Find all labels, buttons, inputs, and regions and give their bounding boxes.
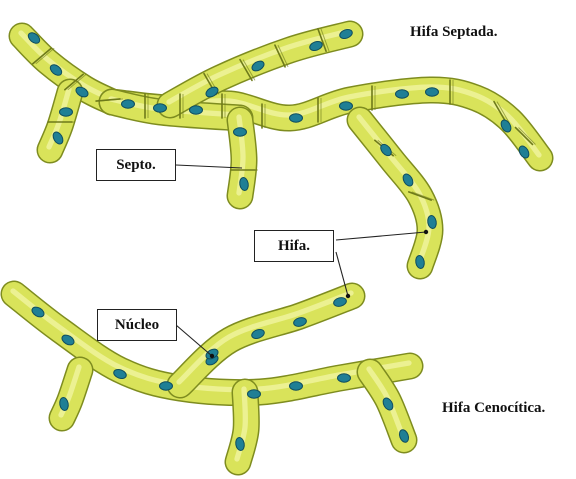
leader-line	[336, 232, 426, 240]
label-hypha: Hifa.	[254, 230, 334, 262]
nucleus	[154, 104, 167, 112]
pointer-dot	[346, 294, 350, 298]
nucleus	[190, 106, 203, 114]
title-coenocytic-hypha: Hifa Cenocítica.	[442, 400, 545, 417]
nucleus	[290, 382, 303, 390]
nucleus	[122, 100, 135, 108]
label-septum: Septo.	[96, 149, 176, 181]
coenocytic-middle-down-branch	[237, 389, 246, 462]
pointer-dot	[424, 230, 428, 234]
nucleus	[340, 102, 353, 110]
label-nucleus: Núcleo	[97, 309, 177, 341]
nucleus	[248, 390, 261, 398]
coenocytic-hypha	[13, 291, 410, 462]
nucleus	[338, 374, 351, 382]
nucleus	[160, 382, 173, 390]
nucleus	[60, 108, 73, 116]
nucleus	[426, 88, 439, 96]
nucleus	[396, 90, 409, 98]
nucleus	[290, 114, 303, 122]
nucleus	[234, 128, 247, 136]
pointer-dot	[210, 354, 214, 358]
septate-curved-branch	[359, 117, 430, 266]
title-septate-hypha: Hifa Septada.	[410, 24, 498, 41]
